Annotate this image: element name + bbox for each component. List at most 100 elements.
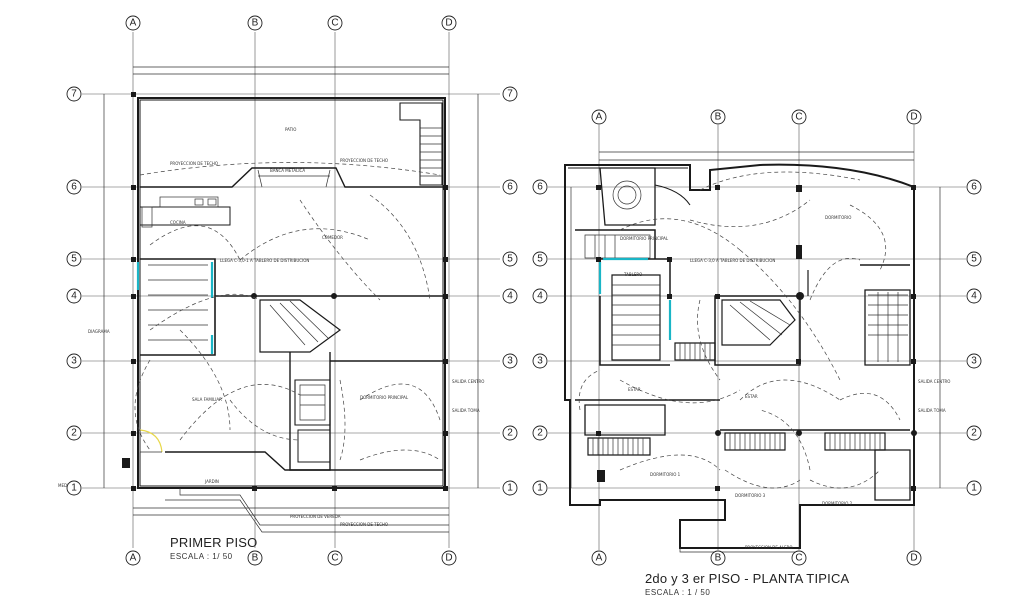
svg-text:ESTAR: ESTAR	[628, 387, 641, 392]
plan-title-primer-piso: PRIMER PISO	[170, 535, 258, 550]
svg-text:5: 5	[971, 254, 977, 265]
axis-bubble-2-right: 2	[502, 425, 518, 441]
right-row-bubbles-right: 6 5 4 3 2 1	[966, 179, 982, 496]
svg-text:1: 1	[507, 483, 513, 494]
svg-text:PROYECCION DE TECHO: PROYECCION DE TECHO	[340, 158, 388, 163]
svg-text:DORMITORIO 3: DORMITORIO 3	[735, 493, 766, 498]
svg-text:DORMITORIO 2: DORMITORIO 2	[822, 501, 853, 506]
svg-text:SALIDA TOMA: SALIDA TOMA	[918, 408, 946, 413]
axis-bubble-5-left-tipica: 5	[532, 251, 548, 267]
left-windows	[136, 262, 214, 354]
right-column-bubbles-top: A B C D	[591, 109, 922, 125]
svg-text:2: 2	[71, 428, 77, 439]
axis-bubble-B-top-tipica: B	[710, 109, 726, 125]
svg-text:A: A	[596, 553, 603, 564]
axis-bubble-B-bottom-tipica: B	[710, 550, 726, 566]
svg-text:6: 6	[71, 182, 77, 193]
left-grid-rows	[82, 93, 500, 489]
axis-bubble-A-bottom-tipica: A	[591, 550, 607, 566]
left-grid-columns	[132, 32, 450, 548]
svg-text:LLEGA C-3,0-1 A TABLERO DE DIS: LLEGA C-3,0-1 A TABLERO DE DISTRIBUCION	[220, 258, 309, 263]
axis-bubble-C-top: C	[327, 15, 343, 31]
right-column-bubbles-bottom: A B C D	[591, 550, 922, 566]
axis-bubble-7-left: 7	[66, 86, 82, 102]
right-walls	[564, 163, 915, 553]
right-structural-columns	[596, 185, 917, 491]
svg-text:COCINA: COCINA	[170, 220, 186, 225]
svg-text:3: 3	[537, 356, 543, 367]
left-electrical-circuits	[134, 162, 441, 461]
plan-scale-planta-tipica: ESCALA : 1 / 50	[645, 588, 711, 597]
axis-bubble-A-bottom: A	[125, 550, 141, 566]
axis-bubble-D-bottom-tipica: D	[906, 550, 922, 566]
svg-text:C: C	[795, 553, 802, 564]
svg-text:D: D	[910, 553, 917, 564]
svg-text:3: 3	[971, 356, 977, 367]
axis-bubble-2-left-tipica: 2	[532, 425, 548, 441]
axis-bubble-7-right: 7	[502, 86, 518, 102]
svg-text:B: B	[252, 18, 259, 29]
axis-bubble-3-right: 3	[502, 353, 518, 369]
svg-text:PROYECCION DE ALERO: PROYECCION DE ALERO	[745, 545, 793, 550]
axis-bubble-5-right-tipica: 5	[966, 251, 982, 267]
svg-text:7: 7	[71, 89, 77, 100]
svg-text:2: 2	[971, 428, 977, 439]
right-grid-rows	[548, 186, 966, 489]
svg-text:D: D	[910, 112, 917, 123]
svg-text:DORMITORIO: DORMITORIO	[825, 215, 851, 220]
svg-text:1: 1	[71, 483, 77, 494]
svg-text:SALIDA TOMA: SALIDA TOMA	[452, 408, 480, 413]
svg-text:ESTAR: ESTAR	[745, 394, 758, 399]
svg-text:1: 1	[971, 483, 977, 494]
axis-bubble-3-left: 3	[66, 353, 82, 369]
svg-text:5: 5	[537, 254, 543, 265]
plan-planta-tipica: DORMITORIO PRINCIPAL LLEGA C-3,0 A TABLE…	[532, 109, 982, 566]
axis-bubble-B-bottom: B	[247, 550, 263, 566]
svg-text:SALIDA CENTRO: SALIDA CENTRO	[452, 379, 484, 384]
plan-primer-piso: PATIO PROYECCION DE TECHO PROYECCION DE …	[58, 15, 518, 566]
svg-text:PATIO: PATIO	[285, 127, 296, 132]
right-room-annotations: DORMITORIO PRINCIPAL LLEGA C-3,0 A TABLE…	[620, 215, 950, 550]
svg-text:DORMITORIO 1: DORMITORIO 1	[650, 472, 681, 477]
axis-bubble-D-top: D	[441, 15, 457, 31]
axis-bubble-D-top-tipica: D	[906, 109, 922, 125]
svg-text:A: A	[130, 18, 137, 29]
svg-text:B: B	[252, 553, 259, 564]
svg-text:A: A	[596, 112, 603, 123]
svg-text:B: B	[715, 112, 722, 123]
axis-bubble-1-left-tipica: 1	[532, 480, 548, 496]
svg-text:C: C	[331, 18, 338, 29]
left-row-bubbles-right: 7 6 5 4 3 2 1	[502, 86, 518, 496]
svg-text:C: C	[795, 112, 802, 123]
svg-text:6: 6	[537, 182, 543, 193]
door-swing-arc	[139, 429, 163, 453]
axis-bubble-1-right: 1	[502, 480, 518, 496]
svg-text:1: 1	[537, 483, 543, 494]
axis-bubble-C-top-tipica: C	[791, 109, 807, 125]
axis-bubble-5-right: 5	[502, 251, 518, 267]
right-row-bubbles-left: 6 5 4 3 2 1	[532, 179, 548, 496]
svg-text:PROYECCION DE TECHO: PROYECCION DE TECHO	[170, 161, 218, 166]
svg-text:BANCA METALICA: BANCA METALICA	[270, 168, 305, 173]
svg-text:2: 2	[507, 428, 513, 439]
svg-text:3: 3	[71, 356, 77, 367]
axis-bubble-A-top-tipica: A	[591, 109, 607, 125]
svg-text:3: 3	[507, 356, 513, 367]
svg-text:DIAGRAMA: DIAGRAMA	[88, 329, 110, 334]
svg-text:2: 2	[537, 428, 543, 439]
svg-text:LLEGA C-3,0 A TABLERO DE DISTR: LLEGA C-3,0 A TABLERO DE DISTRIBUCION	[690, 258, 775, 263]
svg-text:A: A	[130, 553, 137, 564]
left-dimension-lines	[103, 66, 479, 516]
svg-text:6: 6	[971, 182, 977, 193]
axis-bubble-6-right-tipica: 6	[966, 179, 982, 195]
svg-text:PROYECCION DE VEREDA: PROYECCION DE VEREDA	[290, 514, 341, 519]
svg-text:D: D	[445, 18, 452, 29]
svg-text:SALA FAMILIAR: SALA FAMILIAR	[192, 397, 222, 402]
axis-bubble-3-left-tipica: 3	[532, 353, 548, 369]
axis-bubble-C-bottom: C	[327, 550, 343, 566]
axis-bubble-1-right-tipica: 1	[966, 480, 982, 496]
svg-text:D: D	[445, 553, 452, 564]
left-row-bubbles-left: 7 6 5 4 3 2 1	[66, 86, 82, 496]
axis-bubble-4-left: 4	[66, 288, 82, 304]
